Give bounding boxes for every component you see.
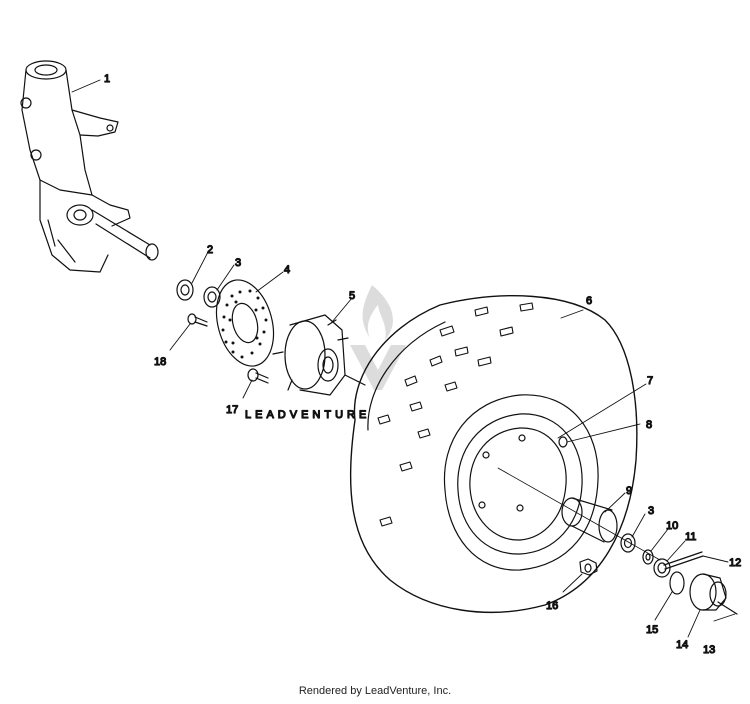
callout-15: 15 (646, 624, 658, 636)
callout-2: 2 (207, 244, 213, 256)
callout-8: 8 (646, 419, 652, 431)
footer-credit: Rendered by LeadVenture, Inc. (298, 685, 452, 697)
steering-knuckle (20, 60, 159, 273)
callout-10: 10 (666, 520, 678, 532)
castle-nut (653, 558, 671, 578)
callout-3: 3 (235, 257, 241, 269)
bearing-outer (620, 533, 636, 553)
callout-1: 1 (104, 73, 110, 85)
bearing-second (203, 286, 221, 308)
callout-3-outer: 3 (648, 505, 654, 517)
watermark-flame-icon (362, 285, 393, 340)
callout-4: 4 (284, 264, 290, 276)
callout-13: 13 (703, 644, 715, 656)
callout-16: 16 (546, 600, 558, 612)
watermark-text: LEADVENTURE (245, 409, 370, 421)
cotter-pin (663, 551, 704, 570)
wheel-stud (247, 368, 269, 384)
assembly-centerline (497, 467, 661, 561)
brake-bolt (187, 313, 208, 327)
o-ring (669, 571, 685, 595)
watermark: LEADVENTURE (244, 285, 406, 422)
spacer-tube (561, 497, 618, 543)
callout-5: 5 (349, 290, 355, 302)
callout-11: 11 (685, 531, 696, 543)
wheel-hub (272, 314, 366, 396)
callout-18: 18 (154, 356, 166, 368)
rim (443, 394, 599, 571)
washer (642, 549, 654, 565)
callout-6: 6 (586, 295, 592, 307)
callout-labels: 1 2 3 4 5 6 7 8 9 3 10 11 12 13 14 15 16… (103, 72, 741, 656)
cap-screw (717, 601, 738, 615)
hub-cap (689, 573, 727, 611)
lug-nut (579, 558, 598, 576)
bearing-upper (176, 279, 194, 301)
callout-14: 14 (676, 639, 688, 651)
brake-disc (215, 279, 275, 367)
leader-lines (71, 79, 736, 638)
watermark-v-icon (350, 345, 406, 390)
callout-12: 12 (729, 557, 741, 569)
valve-stem (558, 436, 568, 448)
callout-17: 17 (226, 404, 238, 416)
tire (349, 295, 638, 613)
callout-7: 7 (647, 375, 653, 387)
callout-9: 9 (626, 485, 632, 497)
